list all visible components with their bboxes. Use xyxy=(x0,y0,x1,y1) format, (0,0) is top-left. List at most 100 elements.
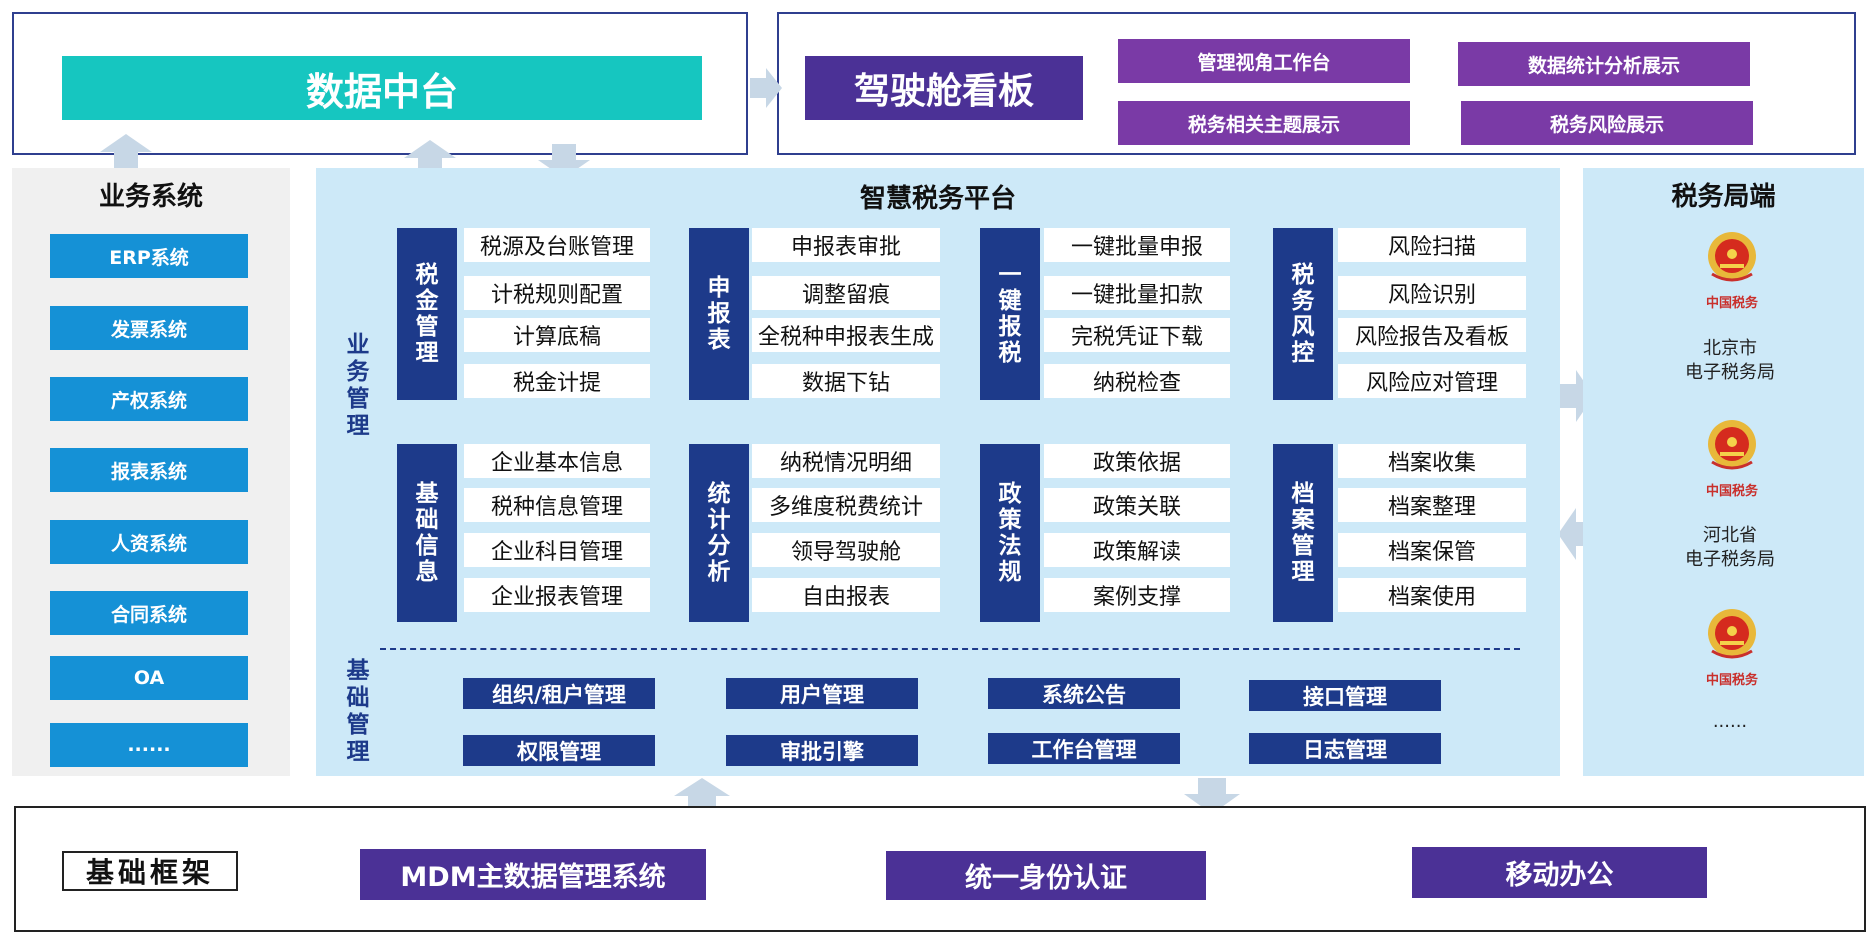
system-hr[interactable]: 人资系统 xyxy=(50,520,248,564)
module-item[interactable]: 税源及台账管理 xyxy=(464,228,650,262)
business-systems-title: 业务系统 xyxy=(98,182,203,212)
module-item[interactable]: 自由报表 xyxy=(752,578,940,612)
system-report[interactable]: 报表系统 xyxy=(50,448,248,492)
module-item[interactable]: 数据下钻 xyxy=(752,364,940,398)
system-property[interactable]: 产权系统 xyxy=(50,377,248,421)
category-archive[interactable]: 档案管理 xyxy=(1273,444,1333,622)
unified-auth[interactable]: 统一身份认证 xyxy=(886,851,1206,900)
category-label: 一键报税 xyxy=(998,262,1022,366)
module-item[interactable]: 企业基本信息 xyxy=(464,444,650,478)
bureau-beijing[interactable]: 北京市 电子税务局 xyxy=(1610,337,1850,385)
cockpit-item-topics[interactable]: 税务相关主题展示 xyxy=(1118,101,1410,145)
module-item[interactable]: 档案保管 xyxy=(1338,533,1526,567)
module-item[interactable]: 计税规则配置 xyxy=(464,276,650,310)
module-item[interactable]: 税金计提 xyxy=(464,364,650,398)
tax-emblem-text: 中国税务 xyxy=(1705,296,1758,311)
module-item[interactable]: 企业报表管理 xyxy=(464,578,650,612)
category-one-click-tax[interactable]: 一键报税 xyxy=(980,228,1040,400)
system-erp[interactable]: ERP系统 xyxy=(50,234,248,278)
module-item[interactable]: 政策依据 xyxy=(1044,444,1230,478)
base-log[interactable]: 日志管理 xyxy=(1249,733,1441,764)
base-notice[interactable]: 系统公告 xyxy=(988,678,1180,709)
module-item[interactable]: 风险应对管理 xyxy=(1338,364,1526,398)
category-label: 政策法规 xyxy=(998,481,1022,585)
mobile-office[interactable]: 移动办公 xyxy=(1412,847,1707,898)
base-approval[interactable]: 审批引擎 xyxy=(726,735,918,766)
system-oa[interactable]: OA xyxy=(50,656,248,700)
bureau-more: ...... xyxy=(1712,711,1748,732)
arrow-left-icon xyxy=(1558,508,1594,560)
arrow-up-icon xyxy=(404,140,456,174)
base-user[interactable]: 用户管理 xyxy=(726,678,918,709)
module-item[interactable]: 一键批量扣款 xyxy=(1044,276,1230,310)
tax-emblem-2: 中国税务 xyxy=(1700,416,1764,500)
category-tax-fund[interactable]: 税金管理 xyxy=(397,228,457,400)
category-label: 统计分析 xyxy=(707,481,731,585)
category-label: 申报表 xyxy=(707,275,731,353)
arrow-right-icon xyxy=(750,68,782,108)
module-item[interactable]: 档案整理 xyxy=(1338,488,1526,522)
tax-emblem-text: 中国税务 xyxy=(1705,484,1758,499)
module-item[interactable]: 申报表审批 xyxy=(752,228,940,262)
module-item[interactable]: 政策解读 xyxy=(1044,533,1230,567)
tax-emblem-text: 中国税务 xyxy=(1705,673,1758,688)
bureau-hebei[interactable]: 河北省 电子税务局 xyxy=(1610,524,1850,572)
module-item[interactable]: 档案使用 xyxy=(1338,578,1526,612)
module-item[interactable]: 调整留痕 xyxy=(752,276,940,310)
base-org-tenant[interactable]: 组织/租户管理 xyxy=(463,678,655,709)
tax-emblem-3: 中国税务 xyxy=(1700,605,1764,689)
arrow-up-icon xyxy=(100,134,152,168)
category-label: 档案管理 xyxy=(1291,481,1315,585)
base-interface[interactable]: 接口管理 xyxy=(1249,680,1441,711)
module-item[interactable]: 纳税检查 xyxy=(1044,364,1230,398)
module-item[interactable]: 政策关联 xyxy=(1044,488,1230,522)
category-statistics[interactable]: 统计分析 xyxy=(689,444,749,622)
tax-emblem-icon xyxy=(1708,232,1756,282)
module-item[interactable]: 税种信息管理 xyxy=(464,488,650,522)
system-more[interactable]: ...... xyxy=(50,723,248,767)
cockpit-item-risk[interactable]: 税务风险展示 xyxy=(1461,101,1753,145)
mdm-system[interactable]: MDM主数据管理系统 xyxy=(360,849,706,900)
module-item[interactable]: 风险识别 xyxy=(1338,276,1526,310)
category-policy[interactable]: 政策法规 xyxy=(980,444,1040,622)
module-item[interactable]: 纳税情况明细 xyxy=(752,444,940,478)
category-basic-info[interactable]: 基础信息 xyxy=(397,444,457,622)
bureau-hebei-line2: 电子税务局 xyxy=(1685,549,1775,570)
foundation-management-label: 基础管理 xyxy=(344,658,372,766)
module-item[interactable]: 档案收集 xyxy=(1338,444,1526,478)
module-item[interactable]: 风险扫描 xyxy=(1338,228,1526,262)
module-item[interactable]: 计算底稿 xyxy=(464,318,650,352)
tax-emblem-icon xyxy=(1708,609,1756,659)
module-item[interactable]: 全税种申报表生成 xyxy=(752,318,940,352)
foundation-label: 基础框架 xyxy=(62,851,238,891)
module-item[interactable]: 领导驾驶舱 xyxy=(752,533,940,567)
base-permission[interactable]: 权限管理 xyxy=(463,735,655,766)
business-management-text: 业务管理 xyxy=(346,332,370,439)
category-label: 税金管理 xyxy=(415,262,439,366)
tax-bureau-title: 税务局端 xyxy=(1671,182,1776,212)
tax-platform-title: 智慧税务平台 xyxy=(859,184,1016,214)
cockpit-item-workbench[interactable]: 管理视角工作台 xyxy=(1118,39,1410,83)
module-item[interactable]: 完税凭证下载 xyxy=(1044,318,1230,352)
system-contract[interactable]: 合同系统 xyxy=(50,591,248,635)
category-tax-risk[interactable]: 税务风控 xyxy=(1273,228,1333,400)
bureau-hebei-line1: 河北省 xyxy=(1703,525,1757,546)
module-item[interactable]: 一键批量申报 xyxy=(1044,228,1230,262)
section-divider xyxy=(380,648,1520,650)
system-invoice[interactable]: 发票系统 xyxy=(50,306,248,350)
base-workbench[interactable]: 工作台管理 xyxy=(988,733,1180,764)
arrow-down-icon xyxy=(538,144,590,178)
tax-emblem-icon xyxy=(1708,420,1756,470)
business-management-label: 业务管理 xyxy=(344,332,372,440)
module-item[interactable]: 多维度税费统计 xyxy=(752,488,940,522)
cockpit-item-stats[interactable]: 数据统计分析展示 xyxy=(1458,42,1750,86)
cockpit-bar[interactable]: 驾驶舱看板 xyxy=(805,56,1083,120)
category-declaration[interactable]: 申报表 xyxy=(689,228,749,400)
category-label: 基础信息 xyxy=(415,481,439,585)
category-label: 税务风控 xyxy=(1291,262,1315,366)
data-center-bar[interactable]: 数据中台 xyxy=(62,56,702,120)
module-item[interactable]: 风险报告及看板 xyxy=(1338,318,1526,352)
module-item[interactable]: 企业科目管理 xyxy=(464,533,650,567)
module-item[interactable]: 案例支撑 xyxy=(1044,578,1230,612)
arrow-down-icon xyxy=(1184,778,1240,814)
